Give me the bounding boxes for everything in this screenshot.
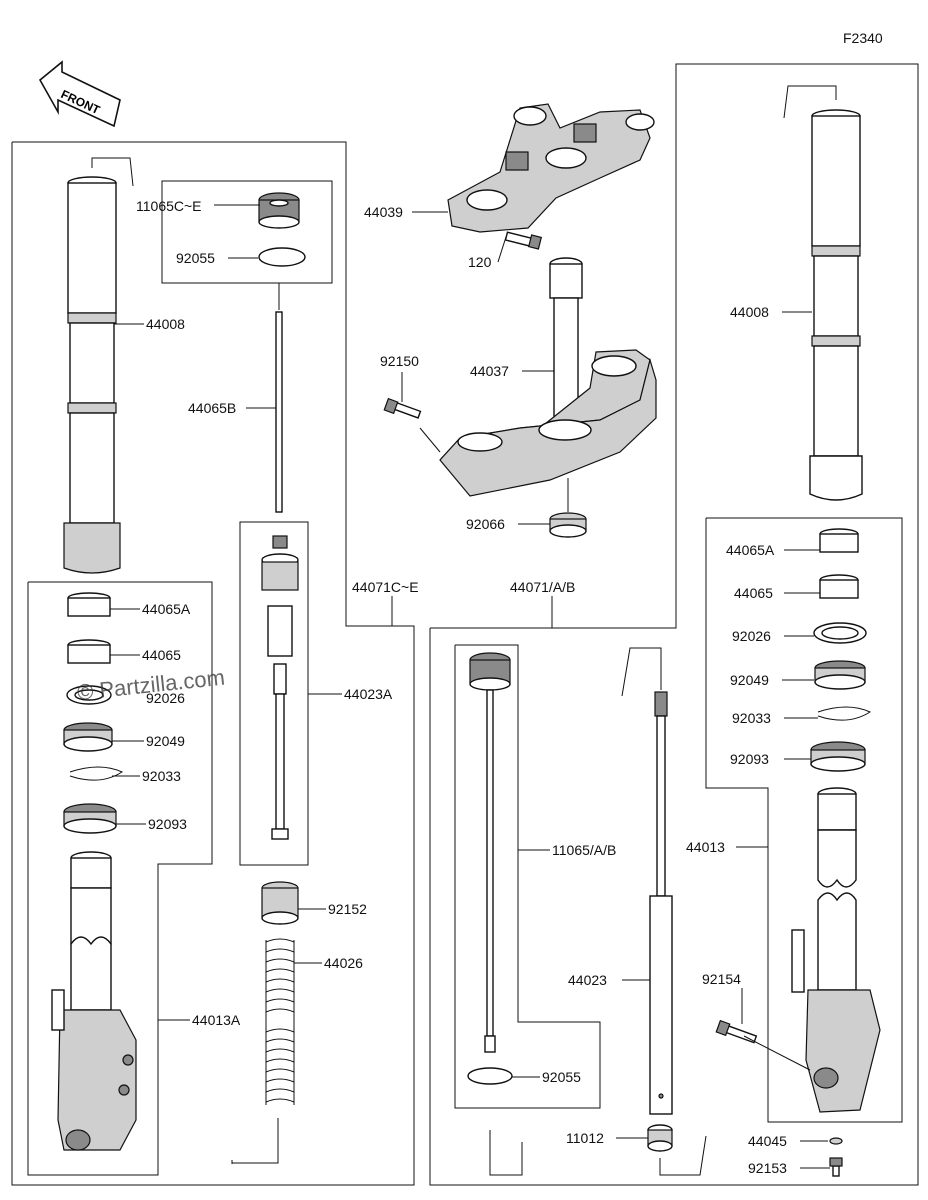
cartridge-right xyxy=(649,691,673,1115)
label-92026-left: 92026 xyxy=(146,690,185,706)
label-92066: 92066 xyxy=(466,516,505,532)
label-120: 120 xyxy=(468,254,492,270)
label-44065b: 44065B xyxy=(188,400,236,416)
washer-92026-right xyxy=(813,622,867,644)
label-44071ab: 44071/A/B xyxy=(510,579,575,595)
steering-stem-44037 xyxy=(439,257,657,497)
label-44008-right: 44008 xyxy=(730,304,769,320)
washer-92026-left xyxy=(66,685,112,705)
label-92093-left: 92093 xyxy=(148,816,187,832)
label-44013: 44013 xyxy=(686,839,725,855)
label-44013a: 44013A xyxy=(192,1012,241,1028)
seal-92049-right xyxy=(814,660,866,690)
label-92033-left: 92033 xyxy=(142,768,181,784)
label-92093-right: 92093 xyxy=(730,751,769,767)
cartridge-left xyxy=(261,535,299,840)
upper-triple-clamp-44039 xyxy=(447,103,655,233)
label-44023a: 44023A xyxy=(344,686,393,702)
bushing-44065-right xyxy=(819,574,859,599)
label-44071ce: 44071C~E xyxy=(352,579,419,595)
bolt-120 xyxy=(504,231,543,250)
o-ring-right xyxy=(467,1067,513,1085)
label-92153: 92153 xyxy=(748,1160,787,1176)
label-11012: 11012 xyxy=(566,1130,604,1146)
inner-tube-left xyxy=(51,851,137,1151)
label-92150: 92150 xyxy=(380,353,419,369)
fork-cap-right xyxy=(469,652,511,1053)
front-arrow-icon: FRONT xyxy=(38,60,121,128)
leader-lines xyxy=(110,204,830,1169)
figure-id: F2340 xyxy=(843,30,883,46)
outer-tube-right xyxy=(809,109,863,501)
label-44045: 44045 xyxy=(748,1133,787,1149)
label-92049-left: 92049 xyxy=(146,733,185,749)
label-11065ab: 11065/A/B xyxy=(552,842,616,858)
label-92033-right: 92033 xyxy=(732,710,771,726)
label-44023: 44023 xyxy=(568,972,607,988)
nut-92152 xyxy=(261,881,299,925)
label-92055-right: 92055 xyxy=(542,1069,581,1085)
bushing-44065a-right xyxy=(819,528,859,553)
o-ring-left xyxy=(258,247,306,267)
label-44008-left: 44008 xyxy=(146,316,185,332)
seal-92093-left xyxy=(63,803,117,834)
bolt-92150 xyxy=(383,397,422,419)
fork-cap-left xyxy=(258,192,300,229)
collar-11012 xyxy=(647,1124,673,1152)
label-44065a-left: 44065A xyxy=(142,601,191,617)
part-labels: 11065C~E 92055 44008 44065B 44065A 44065… xyxy=(136,198,787,1176)
boundary-boxes xyxy=(11,63,919,1186)
bushing-44065-left xyxy=(67,639,111,664)
spring-44026 xyxy=(265,938,295,1105)
bushing-44065a-left xyxy=(67,592,111,617)
label-44026: 44026 xyxy=(324,955,363,971)
label-11065ce: 11065C~E xyxy=(136,198,202,214)
clip-92033-left xyxy=(69,766,124,781)
label-44039: 44039 xyxy=(364,204,403,220)
rod-44065b xyxy=(275,283,283,513)
label-44065a-right: 44065A xyxy=(726,542,775,558)
label-44065-right: 44065 xyxy=(734,585,773,601)
outer-tube-left xyxy=(63,176,121,574)
label-44037: 44037 xyxy=(470,363,509,379)
bearing-92066 xyxy=(549,512,587,538)
inner-tube-right xyxy=(791,787,881,1113)
label-92152: 92152 xyxy=(328,901,367,917)
label-92055-left: 92055 xyxy=(176,250,215,266)
washer-44045 xyxy=(829,1137,843,1145)
bolt-92153 xyxy=(829,1157,843,1177)
seal-92049-left xyxy=(63,722,113,752)
label-92049-right: 92049 xyxy=(730,672,769,688)
label-44065-left: 44065 xyxy=(142,647,181,663)
seal-92093-right xyxy=(810,741,866,772)
label-92026-right: 92026 xyxy=(732,628,771,644)
clip-92033-right xyxy=(817,706,872,721)
label-92154: 92154 xyxy=(702,971,741,987)
